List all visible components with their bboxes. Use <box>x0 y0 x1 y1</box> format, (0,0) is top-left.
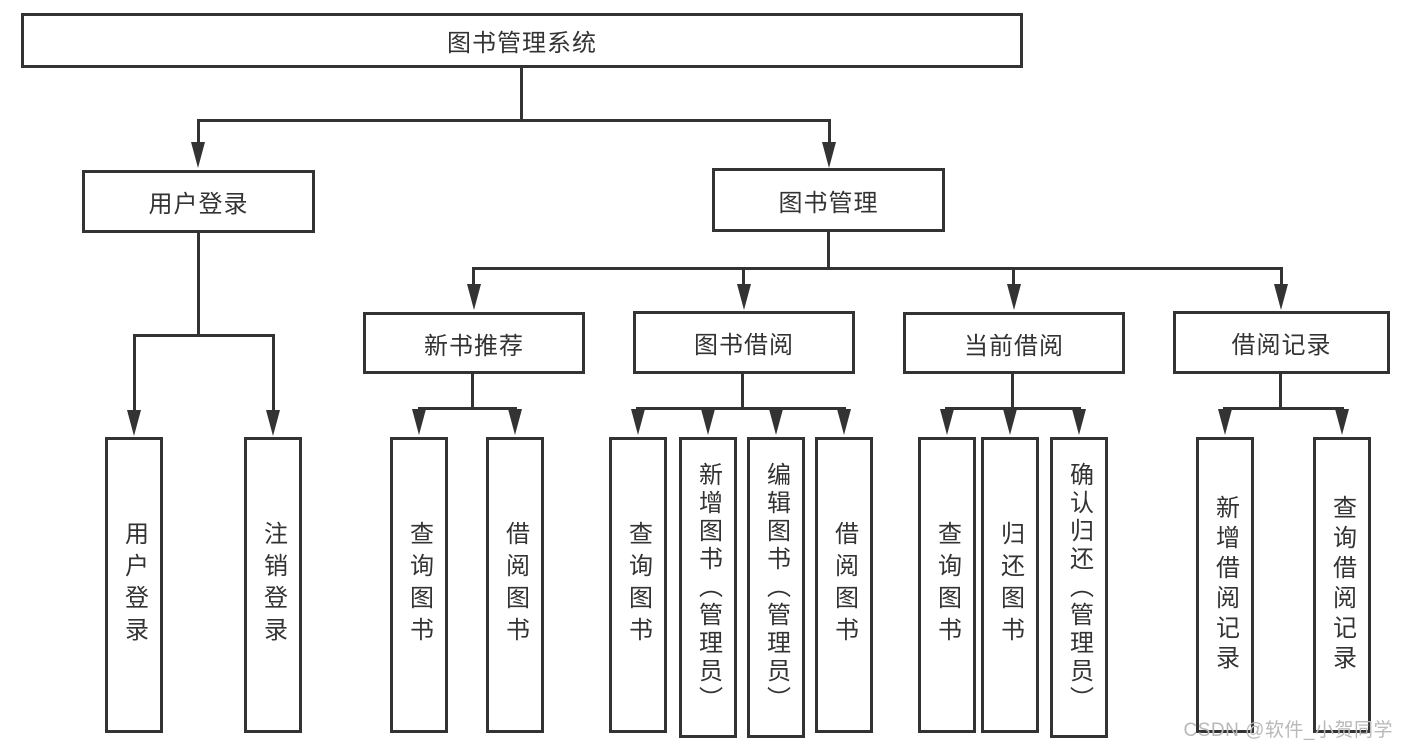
arrowhead-icon <box>127 410 141 436</box>
arrowhead-icon <box>191 142 205 168</box>
node-new-book-recommendation: 新书推荐 <box>363 312 585 374</box>
leaf-confirm-return-admin: 确认归还（管理员） <box>1050 437 1108 738</box>
connector-line <box>471 374 474 409</box>
arrowhead-icon <box>822 142 836 168</box>
node-book-borrowing: 图书借阅 <box>633 311 855 374</box>
connector-line <box>520 68 523 121</box>
connector-line <box>418 407 517 410</box>
connector-line <box>827 232 830 270</box>
connector-line <box>1012 267 1015 285</box>
arrowhead-icon <box>266 410 280 436</box>
leaf-add-borrow-record: 新增借阅记录 <box>1196 437 1254 733</box>
leaf-query-books-recommend: 查询图书 <box>390 437 448 733</box>
arrowhead-icon <box>837 409 851 435</box>
leaf-return-books: 归还图书 <box>981 437 1039 733</box>
arrowhead-icon <box>737 284 751 310</box>
connector-line <box>197 233 200 337</box>
connector-line <box>741 374 744 409</box>
connector-line <box>1280 267 1283 285</box>
arrowhead-icon <box>508 409 522 435</box>
leaf-query-books-current: 查询图书 <box>918 437 976 733</box>
leaf-query-books-borrowing: 查询图书 <box>609 437 667 733</box>
arrowhead-icon <box>1072 409 1086 435</box>
csdn-watermark: CSDN @软件_小贺同学 <box>1183 720 1393 741</box>
connector-line <box>636 407 846 410</box>
arrowhead-icon <box>940 409 954 435</box>
connector-line <box>1011 374 1014 409</box>
node-borrowing-records: 借阅记录 <box>1173 311 1390 374</box>
connector-line <box>197 119 831 122</box>
leaf-query-borrow-record: 查询借阅记录 <box>1313 437 1371 733</box>
arrowhead-icon <box>1003 409 1017 435</box>
leaf-add-book-admin: 新增图书（管理员） <box>679 437 737 738</box>
connector-line <box>1223 407 1344 410</box>
arrowhead-icon <box>1218 409 1232 435</box>
connector-line <box>1279 374 1282 409</box>
arrowhead-icon <box>769 409 783 435</box>
connector-line <box>133 334 274 337</box>
leaf-logout: 注销登录 <box>244 437 302 733</box>
node-user-login: 用户登录 <box>82 170 315 233</box>
connector-line <box>472 267 475 285</box>
connector-line <box>272 334 275 410</box>
arrowhead-icon <box>631 409 645 435</box>
connector-line <box>197 119 200 145</box>
connector-line <box>945 407 1081 410</box>
node-library-management-system: 图书管理系统 <box>21 13 1023 68</box>
connector-line <box>133 334 136 410</box>
connector-line <box>742 267 745 285</box>
node-book-management: 图书管理 <box>712 168 945 232</box>
leaf-borrow-books-borrowing: 借阅图书 <box>815 437 873 733</box>
arrowhead-icon <box>701 409 715 435</box>
arrowhead-icon <box>1007 284 1021 310</box>
arrowhead-icon <box>412 409 426 435</box>
connector-line <box>828 119 831 145</box>
arrowhead-icon <box>1335 409 1349 435</box>
arrowhead-icon <box>1274 284 1288 310</box>
leaf-borrow-books-recommend: 借阅图书 <box>486 437 544 733</box>
leaf-edit-book-admin: 编辑图书（管理员） <box>747 437 805 738</box>
connector-line <box>472 267 1283 270</box>
leaf-user-login: 用户登录 <box>105 437 163 733</box>
node-current-borrowing: 当前借阅 <box>903 312 1125 374</box>
arrowhead-icon <box>467 284 481 310</box>
